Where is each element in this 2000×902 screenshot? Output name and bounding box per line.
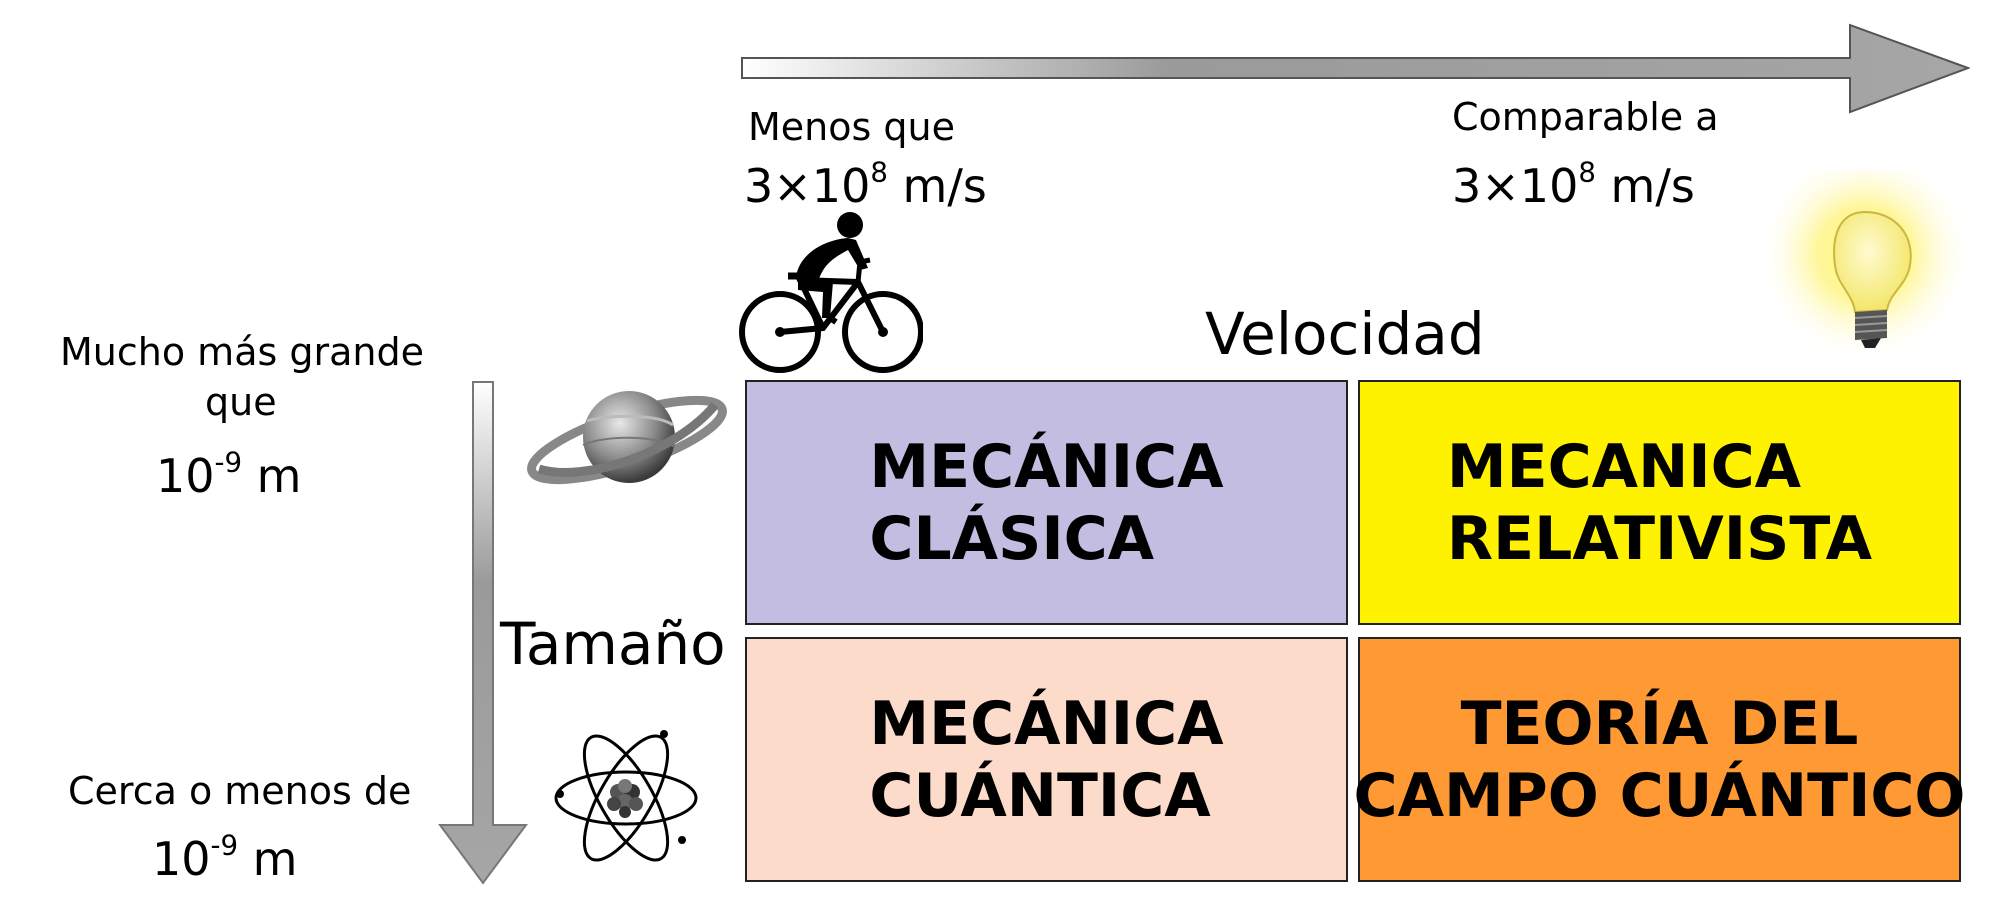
speed-low-label: Menos que bbox=[748, 105, 955, 149]
relativistic-line2: RELATIVISTA bbox=[1446, 503, 1873, 574]
size-arrow bbox=[438, 381, 528, 885]
relativistic-mechanics-title: MECANICA RELATIVISTA bbox=[1447, 431, 1872, 575]
quantum-line2: CUÁNTICA bbox=[869, 760, 1211, 831]
size-large-label-line1: Mucho más grande bbox=[60, 330, 424, 374]
classical-mechanics-title: MECÁNICA CLÁSICA bbox=[869, 431, 1223, 575]
speed-high-label: Comparable a bbox=[1452, 95, 1719, 139]
quantum-mechanics-box: MECÁNICA CUÁNTICA bbox=[745, 637, 1348, 882]
atom-icon bbox=[554, 730, 698, 862]
classical-line2: CLÁSICA bbox=[869, 503, 1155, 574]
classical-line1: MECÁNICA bbox=[869, 431, 1224, 502]
size-small-label: Cerca o menos de bbox=[68, 769, 412, 813]
quantum-line1: MECÁNICA bbox=[869, 688, 1224, 759]
relativistic-mechanics-box: MECANICA RELATIVISTA bbox=[1358, 380, 1961, 625]
size-large-label-line2: que bbox=[205, 380, 277, 424]
size-small-value: 10-9 m bbox=[152, 828, 298, 886]
cyclist-icon bbox=[739, 212, 923, 373]
relativistic-line1: MECANICA bbox=[1446, 431, 1802, 502]
light-bulb-icon bbox=[1757, 170, 1973, 373]
speed-low-value: 3×108 m/s bbox=[744, 155, 987, 213]
speed-arrow bbox=[741, 23, 1970, 114]
size-large-value: 10-9 m bbox=[156, 445, 302, 503]
speed-high-value: 3×108 m/s bbox=[1452, 155, 1695, 213]
quantum-mechanics-title: MECÁNICA CUÁNTICA bbox=[869, 688, 1223, 832]
quantum-field-theory-box: TEORÍA DEL CAMPO CUÁNTICO bbox=[1354, 637, 1965, 882]
size-axis-title: Tamaño bbox=[500, 610, 726, 678]
classical-mechanics-box: MECÁNICA CLÁSICA bbox=[745, 380, 1348, 625]
quantum-field-theory-title: TEORÍA DEL CAMPO CUÁNTICO bbox=[1354, 688, 1966, 832]
qft-line2: CAMPO CUÁNTICO bbox=[1353, 760, 1966, 831]
speed-axis-title: Velocidad bbox=[1205, 300, 1485, 368]
qft-line1: TEORÍA DEL bbox=[1460, 688, 1859, 759]
saturn-icon bbox=[527, 391, 727, 485]
